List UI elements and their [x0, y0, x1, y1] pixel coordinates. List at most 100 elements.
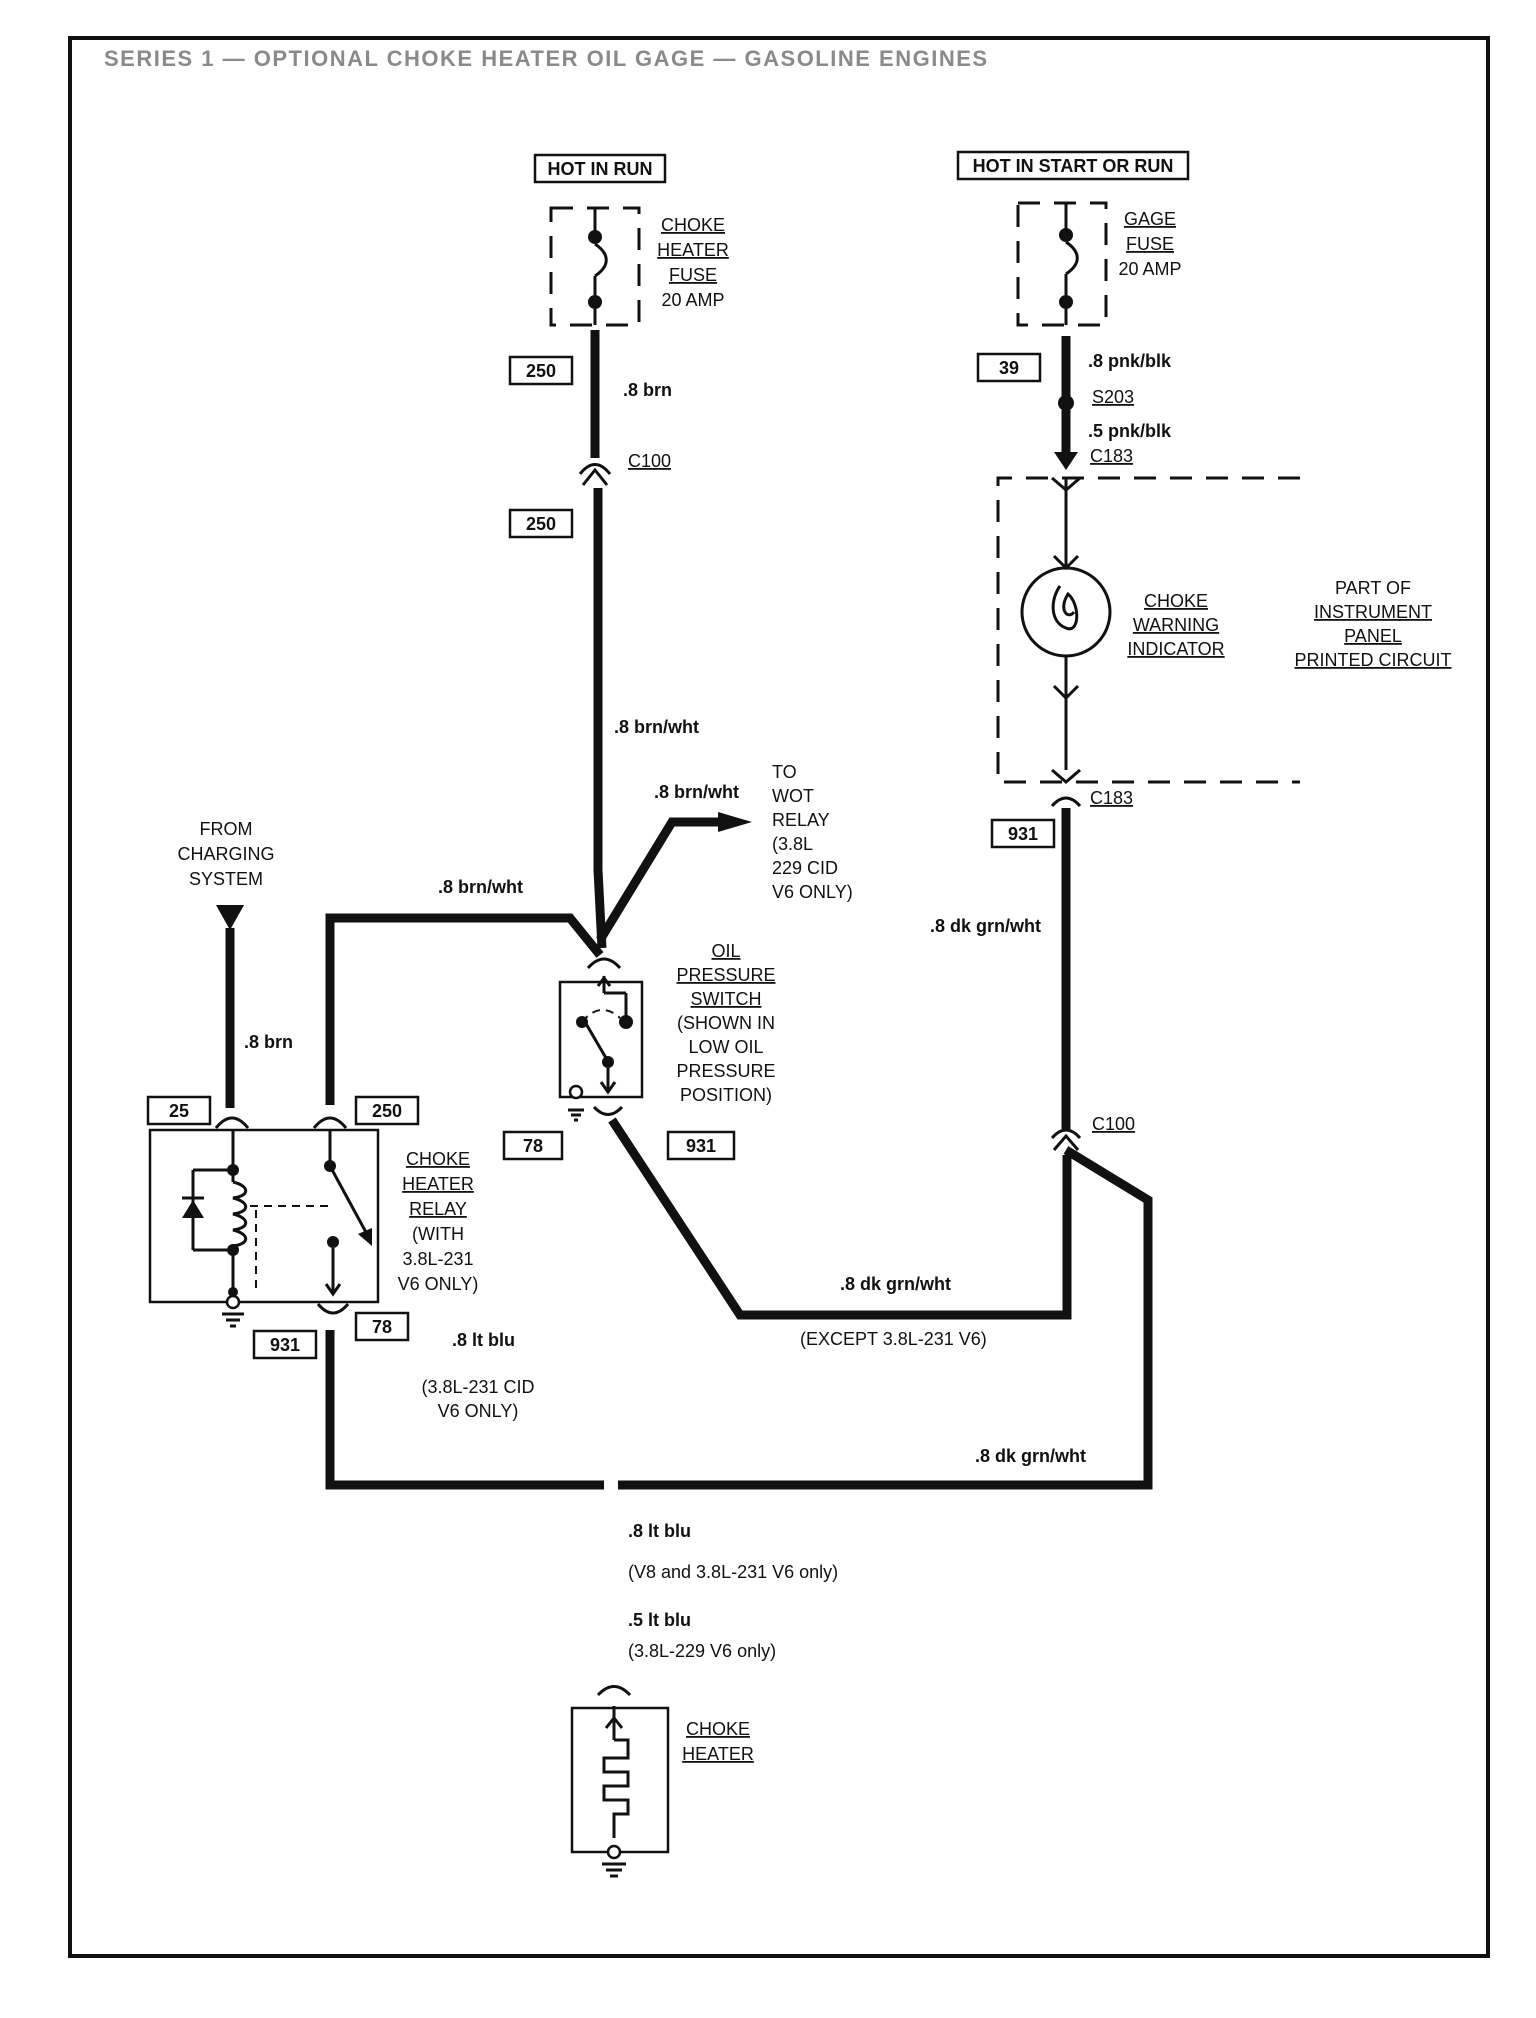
- hot-in-start-or-run-label: HOT IN START OR RUN: [956, 150, 1190, 181]
- choke-warning-indicator: [1020, 476, 1112, 784]
- relay-label-3: RELAY: [409, 1199, 467, 1219]
- svg-text:HOT IN START OR RUN: HOT IN START OR RUN: [973, 156, 1174, 176]
- svg-text:931: 931: [270, 1335, 300, 1355]
- wire-label-5ltblu: .5 lt blu: [628, 1610, 691, 1630]
- wire-label-8dkgrnwht-bottom: .8 dk grn/wht: [840, 1274, 951, 1294]
- circuit-250-box-3: 250: [354, 1095, 420, 1126]
- circuit-931-box-3: 931: [252, 1329, 318, 1360]
- wire-label-8ltblu-left: .8 lt blu: [452, 1330, 515, 1350]
- charging-label-3: SYSTEM: [189, 869, 263, 889]
- oil-switch-label-3: SWITCH: [691, 989, 762, 1009]
- splice-s203: [1058, 395, 1074, 411]
- wire-label-except: (EXCEPT 3.8L-231 V6): [800, 1329, 987, 1349]
- connector-label-c183-bottom: C183: [1090, 788, 1133, 808]
- panel-label-3: PANEL: [1344, 626, 1402, 646]
- svg-text:931: 931: [686, 1136, 716, 1156]
- choke-fuse-amp: 20 AMP: [661, 290, 724, 310]
- oil-switch-label-1: OIL: [711, 941, 740, 961]
- diagram-title: SERIES 1 — OPTIONAL CHOKE HEATER OIL GAG…: [104, 46, 989, 71]
- relay-label-1: CHOKE: [406, 1149, 470, 1169]
- connector-c100-right: [1050, 1128, 1082, 1151]
- wire-label-v8: (V8 and 3.8L-231 V6 only): [628, 1562, 838, 1582]
- wire-label-8brn-left: .8 brn: [244, 1032, 293, 1052]
- wire-8brnwht-vertical: [593, 488, 607, 949]
- panel-label-1: PART OF: [1335, 578, 1411, 598]
- wire-label-8dkgrnwht-right: .8 dk grn/wht: [930, 916, 1041, 936]
- connector-c100-top: [578, 463, 612, 486]
- arrow-c183-top: [1054, 452, 1078, 470]
- oil-switch-label-7: POSITION): [680, 1085, 772, 1105]
- charging-label-2: CHARGING: [177, 844, 274, 864]
- wire-label-8brnwht-relay: .8 brn/wht: [438, 877, 523, 897]
- choke-heater-relay: [148, 1116, 380, 1328]
- circuit-39-box: 39: [976, 352, 1042, 383]
- wot-label-6: V6 ONLY): [772, 882, 853, 902]
- wire-8dkgrnwht-bottom: [608, 1117, 1072, 1320]
- circuit-25-box: 25: [146, 1095, 212, 1126]
- heater-label-2: HEATER: [682, 1744, 754, 1764]
- connector-c183-bottom: [1050, 796, 1082, 808]
- wire-label-8dkgrnwht-lower: .8 dk grn/wht: [975, 1446, 1086, 1466]
- oil-switch-label-4: (SHOWN IN: [677, 1013, 775, 1033]
- choke-fuse-label-1: CHOKE: [661, 215, 725, 235]
- gage-fuse-label-2: FUSE: [1126, 234, 1174, 254]
- circuit-78-box-2: 78: [354, 1311, 410, 1342]
- wire-8dkgrnwht-lower: [618, 1146, 1153, 1490]
- charging-arrow: [216, 905, 244, 930]
- wot-label-1: TO: [772, 762, 797, 782]
- circuit-931-box-1: 931: [666, 1130, 736, 1161]
- relay-label-2: HEATER: [402, 1174, 474, 1194]
- page-border: [68, 36, 1490, 1958]
- charging-label-1: FROM: [200, 819, 253, 839]
- splice-label-s203: S203: [1092, 387, 1134, 407]
- circuit-78-box-1: 78: [502, 1130, 564, 1161]
- wire-8brnwht-relay: [325, 913, 604, 1105]
- connector-label-c183-top: C183: [1090, 446, 1133, 466]
- svg-text:250: 250: [372, 1101, 402, 1121]
- choke-heater: [570, 1685, 670, 1878]
- oil-pressure-switch: [558, 957, 644, 1122]
- svg-text:250: 250: [526, 514, 556, 534]
- relay-label-5: 3.8L-231: [402, 1249, 473, 1269]
- heater-label-1: CHOKE: [686, 1719, 750, 1739]
- wire-label-38l-1: (3.8L-231 CID: [421, 1377, 534, 1397]
- wire-label-8ltblu-main: .8 lt blu: [628, 1521, 691, 1541]
- wot-label-5: 229 CID: [772, 858, 838, 878]
- circuit-250-box-2: 250: [508, 508, 574, 539]
- relay-label-4: (WITH: [412, 1224, 464, 1244]
- svg-text:250: 250: [526, 361, 556, 381]
- wire-label-8brnwht-wot: .8 brn/wht: [654, 782, 739, 802]
- wire-8ltblu-left: [325, 1330, 604, 1490]
- gage-fuse: [1016, 201, 1108, 327]
- oil-switch-label-5: LOW OIL: [688, 1037, 763, 1057]
- circuit-931-box-2: 931: [990, 818, 1056, 849]
- svg-text:HOT IN RUN: HOT IN RUN: [548, 159, 653, 179]
- oil-switch-label-6: PRESSURE: [676, 1061, 775, 1081]
- svg-text:25: 25: [169, 1101, 189, 1121]
- wire-label-8brnwht-vertical: .8 brn/wht: [614, 717, 699, 737]
- wot-label-3: RELAY: [772, 810, 830, 830]
- gage-fuse-amp: 20 AMP: [1118, 259, 1181, 279]
- connector-label-c100-top: C100: [628, 451, 671, 471]
- indicator-label-2: WARNING: [1133, 615, 1219, 635]
- panel-label-2: INSTRUMENT: [1314, 602, 1432, 622]
- hot-in-run-label: HOT IN RUN: [533, 153, 667, 184]
- wire-label-38l-2: V6 ONLY): [438, 1401, 519, 1421]
- svg-text:39: 39: [999, 358, 1019, 378]
- panel-label-4: PRINTED CIRCUIT: [1295, 650, 1452, 670]
- wot-label-4: (3.8L: [772, 834, 813, 854]
- choke-fuse-label-3: FUSE: [669, 265, 717, 285]
- oil-switch-label-2: PRESSURE: [676, 965, 775, 985]
- relay-label-6: V6 ONLY): [398, 1274, 479, 1294]
- wot-arrow: [718, 812, 752, 832]
- wire-label-8brn-top: .8 brn: [623, 380, 672, 400]
- wire-label-229: (3.8L-229 V6 only): [628, 1641, 776, 1661]
- instrument-panel-boundary: [996, 476, 1300, 784]
- indicator-label-3: INDICATOR: [1127, 639, 1224, 659]
- wire-8brnwht-wot: [596, 817, 720, 943]
- svg-text:78: 78: [523, 1136, 543, 1156]
- choke-fuse-label-2: HEATER: [657, 240, 729, 260]
- svg-text:78: 78: [372, 1317, 392, 1337]
- choke-heater-fuse: [549, 206, 641, 327]
